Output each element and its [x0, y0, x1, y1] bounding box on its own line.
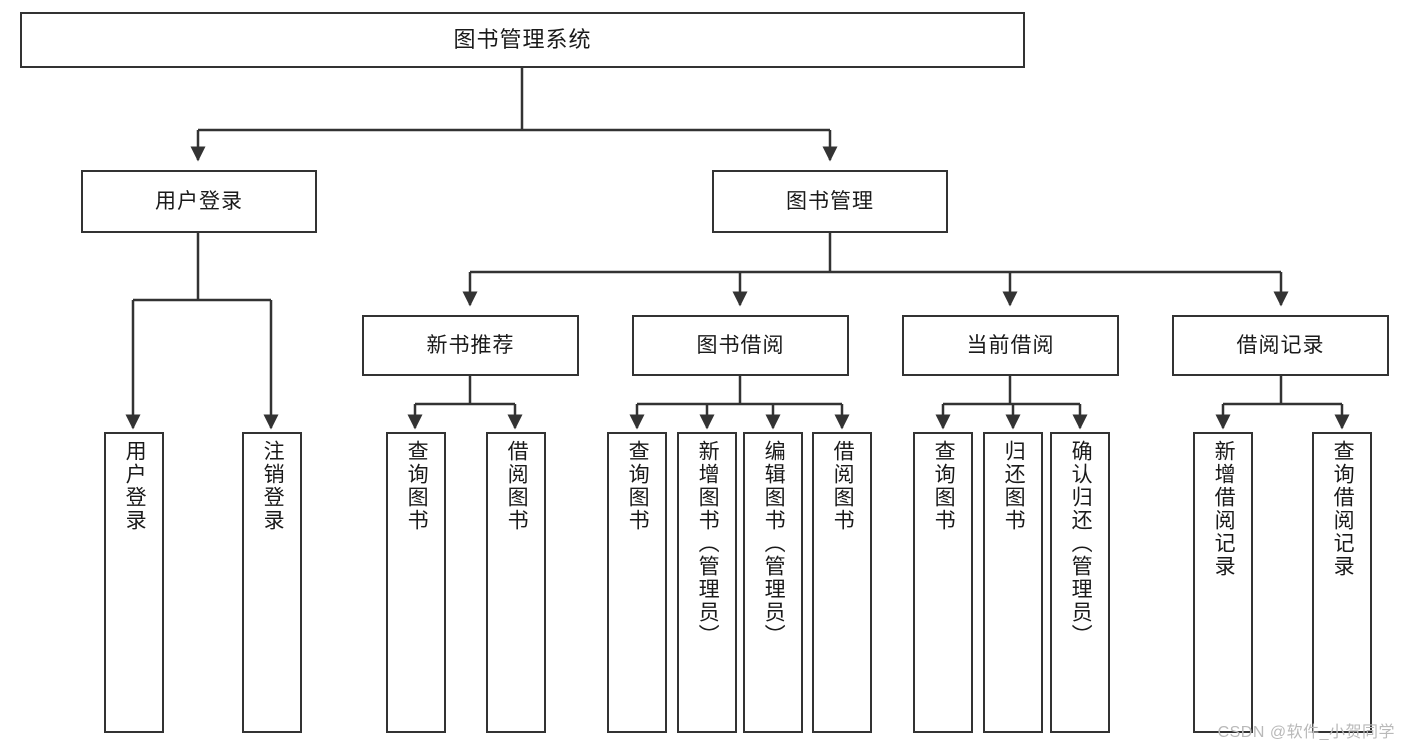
leaf-label: 查询图书	[932, 440, 956, 532]
node-current-borrow-label: 当前借阅	[966, 333, 1055, 357]
leaf-label: 借阅图书	[505, 440, 529, 532]
leaf-label: 用户登录	[123, 440, 147, 532]
node-root[interactable]: 图书管理系统	[20, 12, 1025, 68]
node-borrow-record[interactable]: 借阅记录	[1172, 315, 1389, 376]
leaf-borrow-record-add[interactable]: 新增借阅记录	[1193, 432, 1253, 733]
leaf-book-borrow-add[interactable]: 新增图书（管理员）	[677, 432, 737, 733]
leaf-new-book-query[interactable]: 查询图书	[386, 432, 446, 733]
node-book-management[interactable]: 图书管理	[712, 170, 948, 233]
leaf-user-login-logout[interactable]: 注销登录	[242, 432, 302, 733]
node-new-book-recommend[interactable]: 新书推荐	[362, 315, 579, 376]
leaf-user-login-login[interactable]: 用户登录	[104, 432, 164, 733]
watermark: CSDN @软件_小贺同学	[1217, 724, 1395, 741]
node-user-login-label: 用户登录	[155, 189, 243, 213]
leaf-borrow-record-query[interactable]: 查询借阅记录	[1312, 432, 1372, 733]
node-borrow-record-label: 借阅记录	[1236, 333, 1325, 357]
leaf-label: 查询图书	[626, 440, 650, 532]
leaf-new-book-borrow[interactable]: 借阅图书	[486, 432, 546, 733]
node-current-borrow[interactable]: 当前借阅	[902, 315, 1119, 376]
node-root-label: 图书管理系统	[453, 26, 592, 52]
leaf-label: 查询借阅记录	[1331, 440, 1355, 578]
node-book-borrow[interactable]: 图书借阅	[632, 315, 849, 376]
leaf-label: 新增借阅记录	[1212, 440, 1236, 578]
leaf-label: 借阅图书	[831, 440, 855, 532]
leaf-label: 查询图书	[405, 440, 429, 532]
leaf-label: 归还图书	[1002, 440, 1026, 532]
node-user-login[interactable]: 用户登录	[81, 170, 317, 233]
leaf-book-borrow-edit[interactable]: 编辑图书（管理员）	[743, 432, 803, 733]
leaf-label: 编辑图书（管理员）	[762, 440, 786, 647]
leaf-current-borrow-confirm-return[interactable]: 确认归还（管理员）	[1050, 432, 1110, 733]
leaf-label: 新增图书（管理员）	[696, 440, 720, 647]
leaf-current-borrow-query[interactable]: 查询图书	[913, 432, 973, 733]
leaf-label: 确认归还（管理员）	[1069, 440, 1093, 647]
leaf-current-borrow-return[interactable]: 归还图书	[983, 432, 1043, 733]
leaf-book-borrow-query[interactable]: 查询图书	[607, 432, 667, 733]
node-book-borrow-label: 图书借阅	[696, 333, 785, 357]
node-book-management-label: 图书管理	[786, 189, 874, 213]
leaf-book-borrow-borrow[interactable]: 借阅图书	[812, 432, 872, 733]
node-new-book-recommend-label: 新书推荐	[426, 333, 515, 357]
leaf-label: 注销登录	[261, 440, 285, 532]
